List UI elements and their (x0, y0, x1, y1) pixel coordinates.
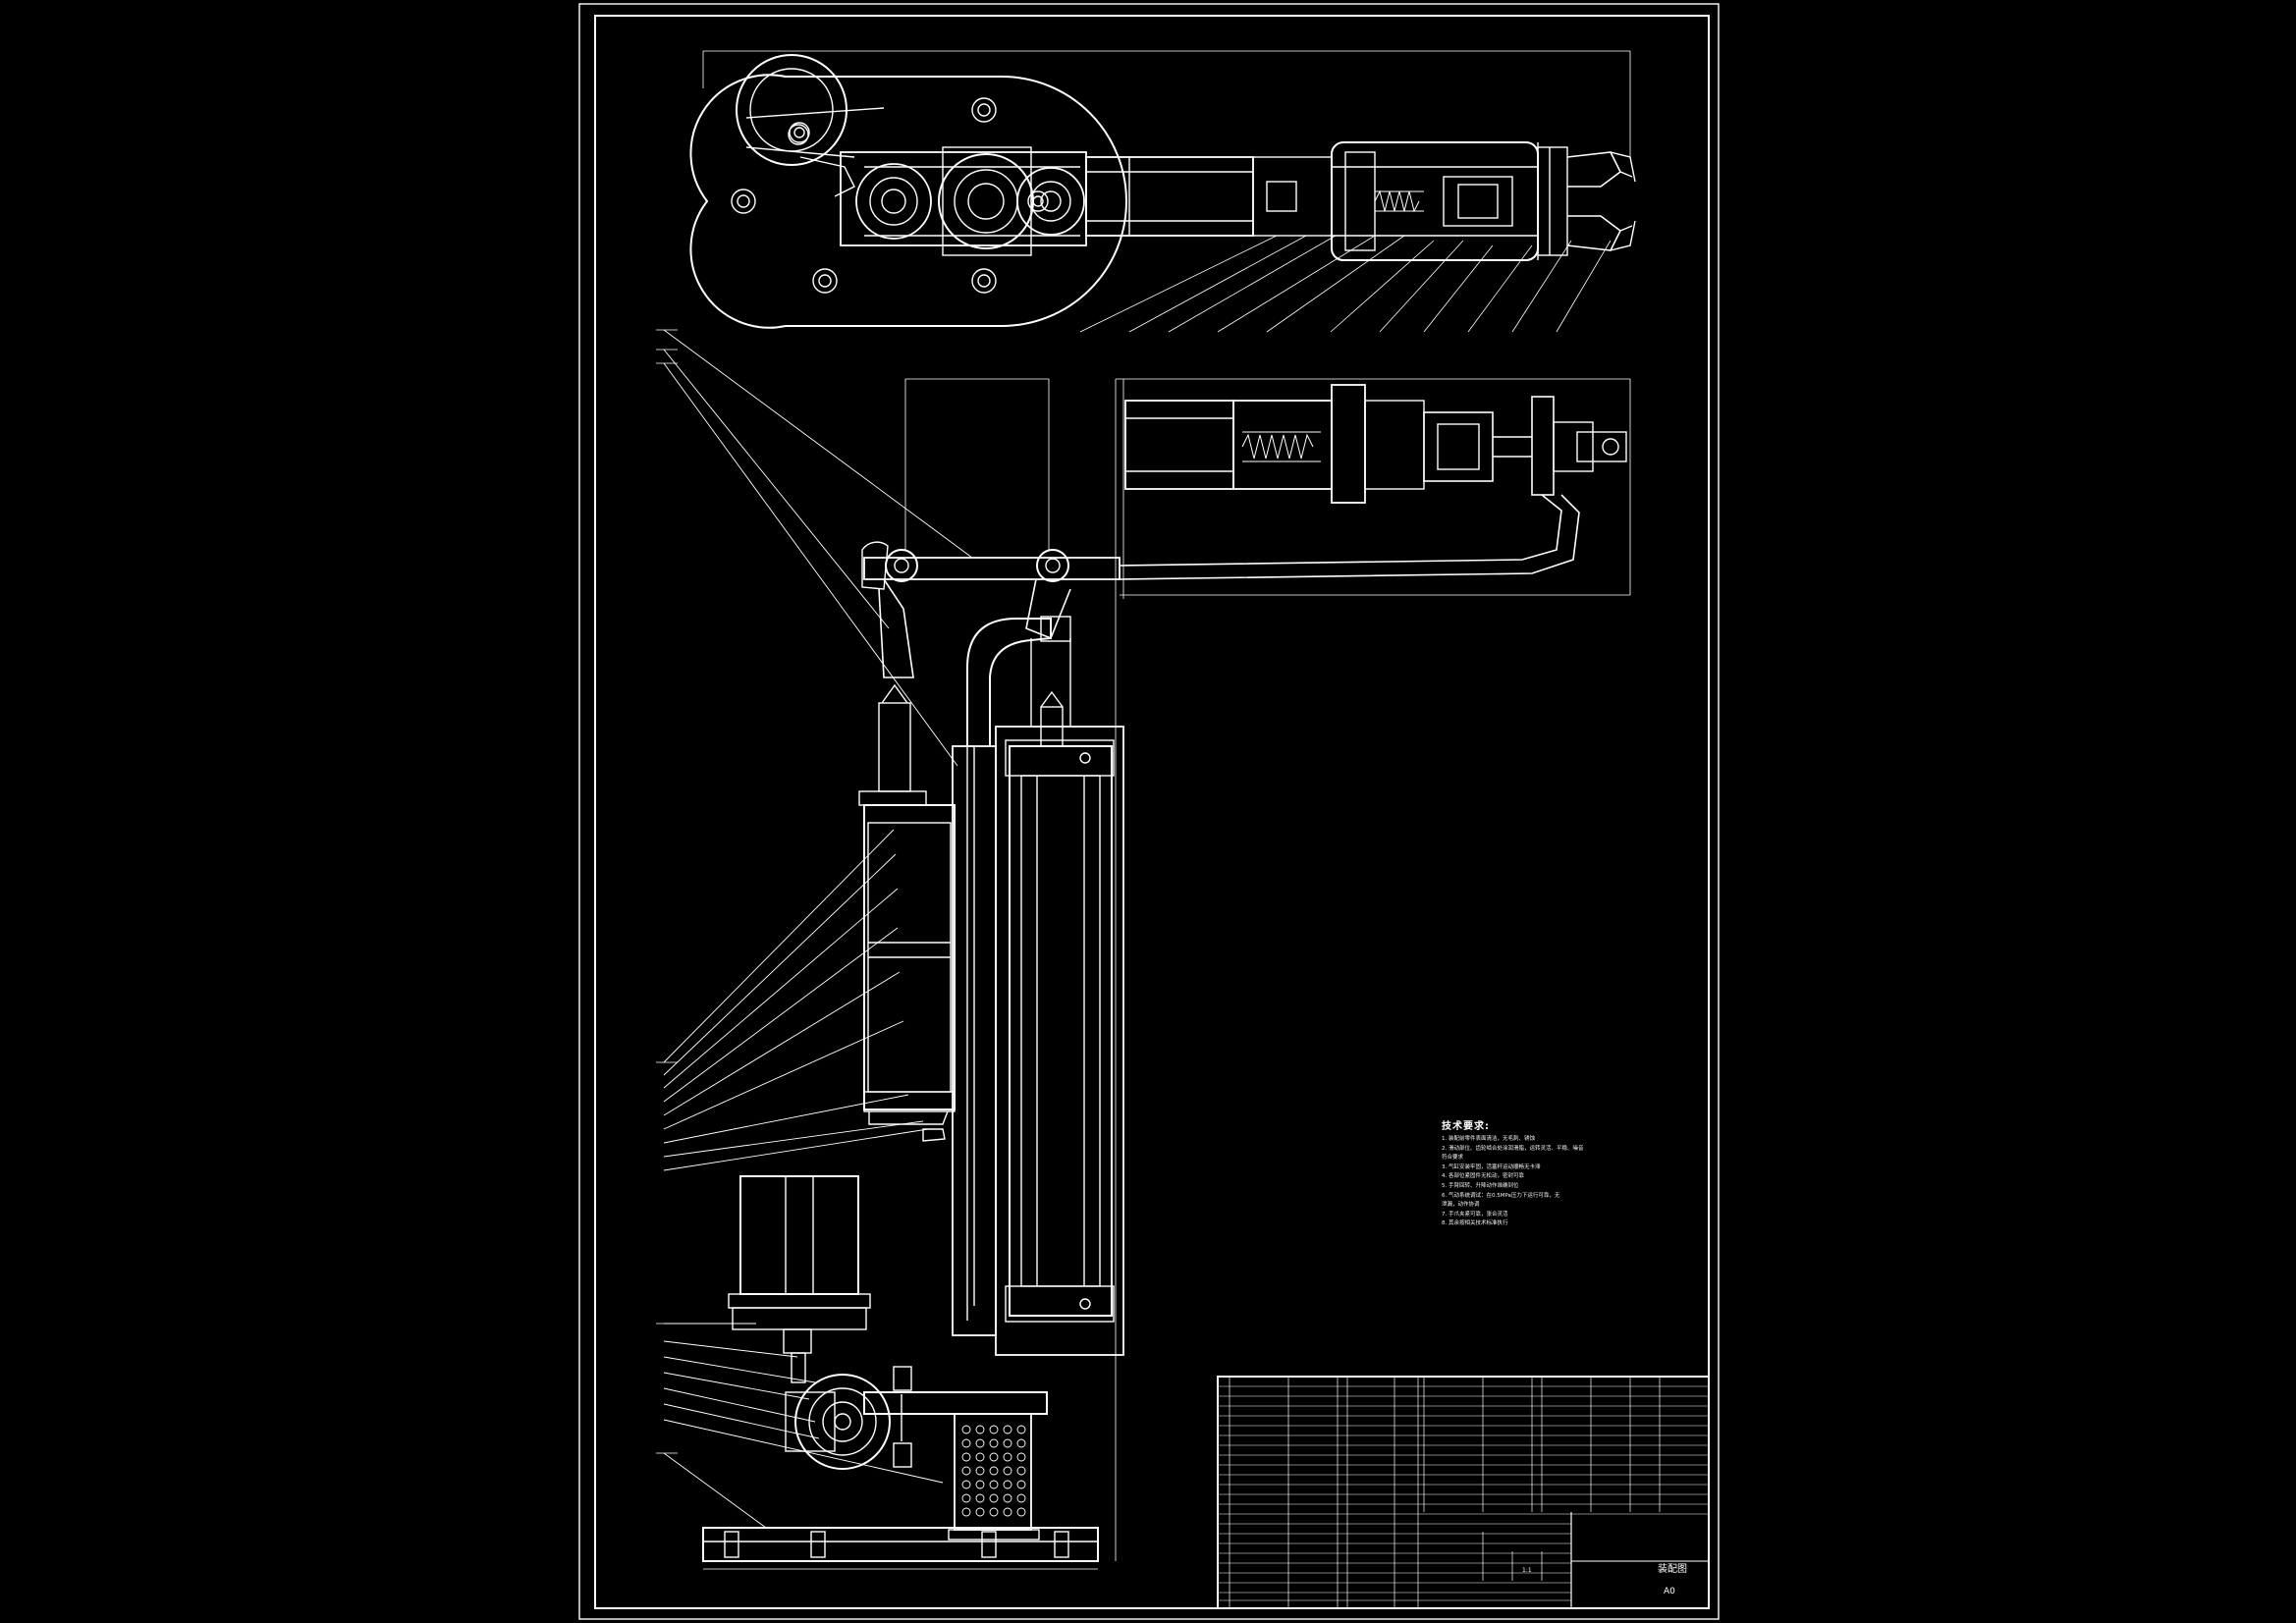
note-line: 泄漏，动作协调 (1442, 1202, 1480, 1209)
technical-requirements: 技术要求: 1. 装配前零件表面清洁，无毛刺、锈蚀 2. 滑动部位、齿轮啮合处涂… (1442, 1117, 1736, 1229)
sheet-inner-border (594, 15, 1710, 1609)
title-block (1217, 1376, 1710, 1609)
note-line: 4. 各部位紧固件无松动，密封可靠 (1442, 1173, 1524, 1180)
note-line: 符合要求 (1442, 1155, 1464, 1162)
scale: 1:1 (1522, 1567, 1532, 1574)
notes-title: 技术要求: (1442, 1121, 1490, 1132)
sheet-size: A0 (1664, 1587, 1675, 1596)
front-view (656, 329, 1631, 1570)
note-line: 1. 装配前零件表面清洁，无毛刺、锈蚀 (1442, 1136, 1535, 1142)
note-line: 5. 手臂回转、升降动作准确到位 (1442, 1182, 1519, 1189)
drawing-name: 装配图 (1658, 1564, 1687, 1575)
note-line: 8. 其余按相关技术标准执行 (1442, 1220, 1508, 1227)
note-line: 6. 气动系统调试：在0.5MPa压力下运行可靠，无 (1442, 1192, 1560, 1199)
note-line: 7. 手爪夹紧可靠，张合灵活 (1442, 1211, 1508, 1217)
note-line: 2. 滑动部位、齿轮啮合处涂润滑脂，运转灵活、平稳、噪音 (1442, 1145, 1584, 1152)
top-view (689, 50, 1636, 333)
sheet-outer-border (578, 3, 1720, 1620)
note-line: 3. 气缸安装牢固，活塞杆运动顺畅无卡滞 (1442, 1163, 1541, 1170)
